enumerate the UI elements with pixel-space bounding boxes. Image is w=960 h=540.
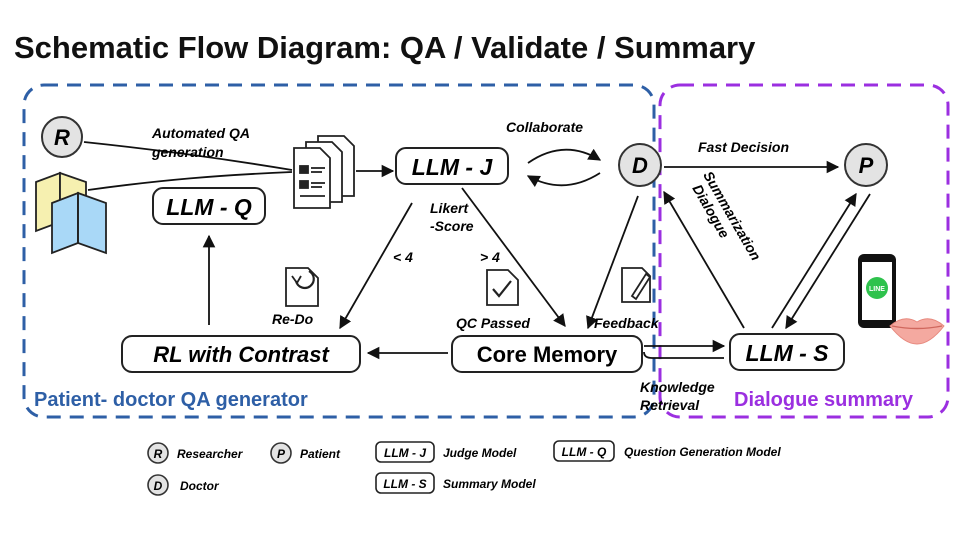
likert-label-2: -Score (430, 218, 474, 234)
legend-llm-s: LLM - S Summary Model (375, 472, 536, 494)
legend-llm-s-symbol: LLM - S (383, 477, 426, 491)
legend-llm-j-symbol: LLM - J (384, 446, 426, 460)
legend-patient-symbol: P (277, 447, 286, 461)
legend-llm-j-text: Judge Model (443, 446, 517, 460)
knowledge-label-1: Knowledge (640, 379, 715, 395)
llm-q-node: LLM - Q (152, 187, 266, 225)
doctor-to-core-arrow (586, 195, 639, 330)
redo-doc-icon (285, 267, 319, 307)
phone-icon: LINE (858, 254, 896, 328)
books-to-doc-curve (87, 171, 293, 191)
llm-s-to-doctor-arrow (663, 190, 745, 329)
collaborate-arrow-top (527, 148, 602, 164)
legend-llm-q-text: Question Generation Model (624, 445, 781, 459)
legend: R Researcher P Patient D Doctor LLM - J … (147, 440, 781, 496)
llm-s-label: LLM - S (745, 340, 829, 366)
summary-region-label: Dialogue summary (734, 389, 914, 411)
feedback-pen-doc-icon (621, 267, 652, 303)
researcher-to-doc-curve (83, 141, 293, 171)
legend-llm-q: LLM - Q Question Generation Model (553, 440, 781, 462)
doctor-symbol: D (632, 153, 648, 178)
doctor-node: D (618, 143, 662, 187)
legend-patient: P Patient (270, 442, 341, 464)
core-memory-node: Core Memory (451, 335, 643, 373)
feedback-label: Feedback (594, 315, 660, 331)
summary-region-box (658, 83, 950, 419)
lt4-label: < 4 (393, 249, 413, 265)
researcher-symbol: R (54, 125, 70, 150)
knowledge-label-2: Retrieval (640, 397, 700, 413)
patient-symbol: P (859, 153, 874, 178)
qa-region-box (22, 83, 656, 419)
llm-j-label: LLM - J (412, 154, 494, 180)
books-icon (35, 171, 107, 255)
llm-s-to-patient-arrow (771, 192, 857, 329)
collaborate-arrow-bottom (526, 172, 601, 188)
legend-researcher-text: Researcher (177, 447, 244, 461)
automated-qa-label-2: generation (151, 144, 224, 160)
legend-doctor-symbol: D (154, 479, 163, 493)
researcher-node: R (41, 116, 83, 158)
legend-doctor-text: Doctor (180, 479, 220, 493)
patient-node: P (844, 143, 888, 187)
page-title: Schematic Flow Diagram: QA / Validate / … (14, 30, 756, 65)
gt4-label: > 4 (480, 249, 500, 265)
legend-researcher-symbol: R (154, 447, 163, 461)
collaborate-label: Collaborate (506, 119, 583, 135)
llm-q-label: LLM - Q (166, 194, 252, 220)
core-memory-label: Core Memory (477, 342, 618, 367)
llm-j-to-rl-arrow (339, 202, 413, 330)
patient-to-llm-s-arrow (785, 193, 871, 330)
qc-passed-label: QC Passed (456, 315, 530, 331)
legend-doctor: D Doctor (147, 474, 220, 496)
legend-llm-s-text: Summary Model (443, 477, 536, 491)
qa-region-label: Patient- doctor QA generator (34, 389, 308, 411)
fast-decision-label: Fast Decision (698, 139, 789, 155)
legend-patient-text: Patient (300, 447, 341, 461)
legend-researcher: R Researcher (147, 442, 244, 464)
checked-doc-icon (486, 269, 519, 306)
phone-logo-text: LINE (869, 286, 885, 293)
llm-s-node: LLM - S (729, 333, 845, 371)
rl-label: RL with Contrast (153, 342, 330, 367)
likert-label-1: Likert (430, 200, 469, 216)
documents-icon (293, 135, 355, 209)
automated-qa-label-1: Automated QA (151, 125, 250, 141)
lips-icon (889, 318, 945, 345)
llm-s-to-core-arrow (643, 351, 724, 359)
legend-llm-j: LLM - J Judge Model (375, 441, 517, 463)
rl-node: RL with Contrast (121, 335, 361, 373)
llm-j-node: LLM - J (395, 147, 509, 185)
legend-llm-q-symbol: LLM - Q (562, 445, 607, 459)
llm-j-to-core-arrow (461, 187, 566, 328)
redo-label: Re-Do (272, 311, 314, 327)
